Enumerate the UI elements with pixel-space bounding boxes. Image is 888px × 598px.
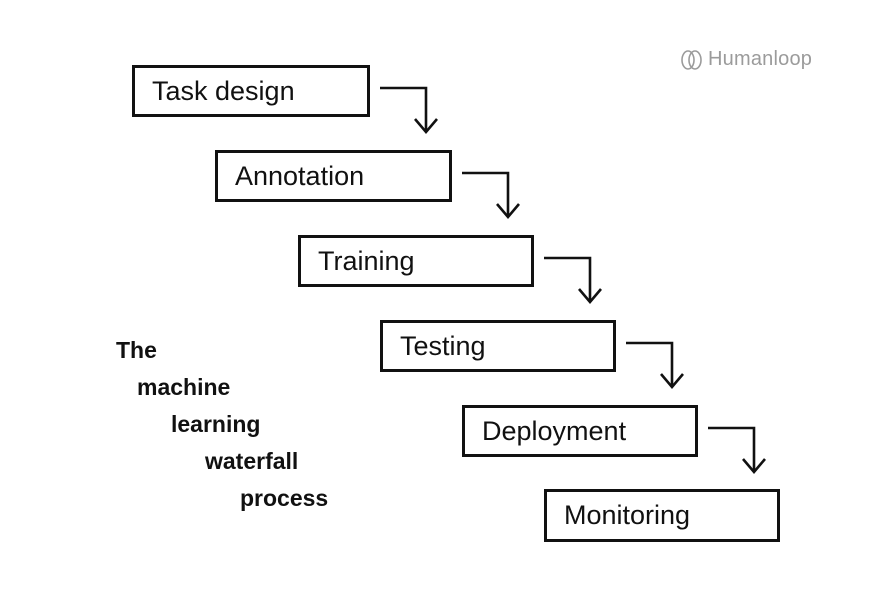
- title-line-2: machine: [137, 374, 231, 400]
- humanloop-wordmark: Humanloop: [708, 48, 813, 70]
- elbow-arrow-icon-3: [544, 256, 602, 305]
- step-box-annotation: Annotation: [215, 150, 452, 202]
- elbow-arrow-icon-1: [380, 86, 438, 135]
- step-label-training: Training: [318, 245, 415, 276]
- title-line-3: learning: [171, 411, 261, 437]
- step-box-testing: Testing: [380, 320, 616, 372]
- title-line-5: process: [240, 485, 329, 511]
- step-box-monitoring: Monitoring: [544, 489, 780, 542]
- humanloop-logo: Humanloop: [680, 48, 812, 71]
- step-box-task-design: Task design: [132, 65, 370, 117]
- elbow-arrow-icon-5: [708, 426, 766, 475]
- step-label-deployment: Deployment: [482, 415, 627, 446]
- elbow-arrow-icon-4: [626, 341, 684, 390]
- step-label-task-design: Task design: [152, 75, 295, 106]
- elbow-arrow-icon-2: [462, 171, 520, 220]
- step-label-monitoring: Monitoring: [564, 500, 691, 530]
- step-label-testing: Testing: [400, 330, 486, 361]
- step-box-deployment: Deployment: [462, 405, 698, 457]
- title-line-4: waterfall: [205, 448, 299, 474]
- diagram-title: The machine learning waterfall process: [116, 332, 328, 517]
- humanloop-loops-icon: [680, 49, 703, 71]
- step-label-annotation: Annotation: [235, 160, 365, 191]
- title-line-1: The: [116, 337, 157, 363]
- step-box-training: Training: [298, 235, 534, 287]
